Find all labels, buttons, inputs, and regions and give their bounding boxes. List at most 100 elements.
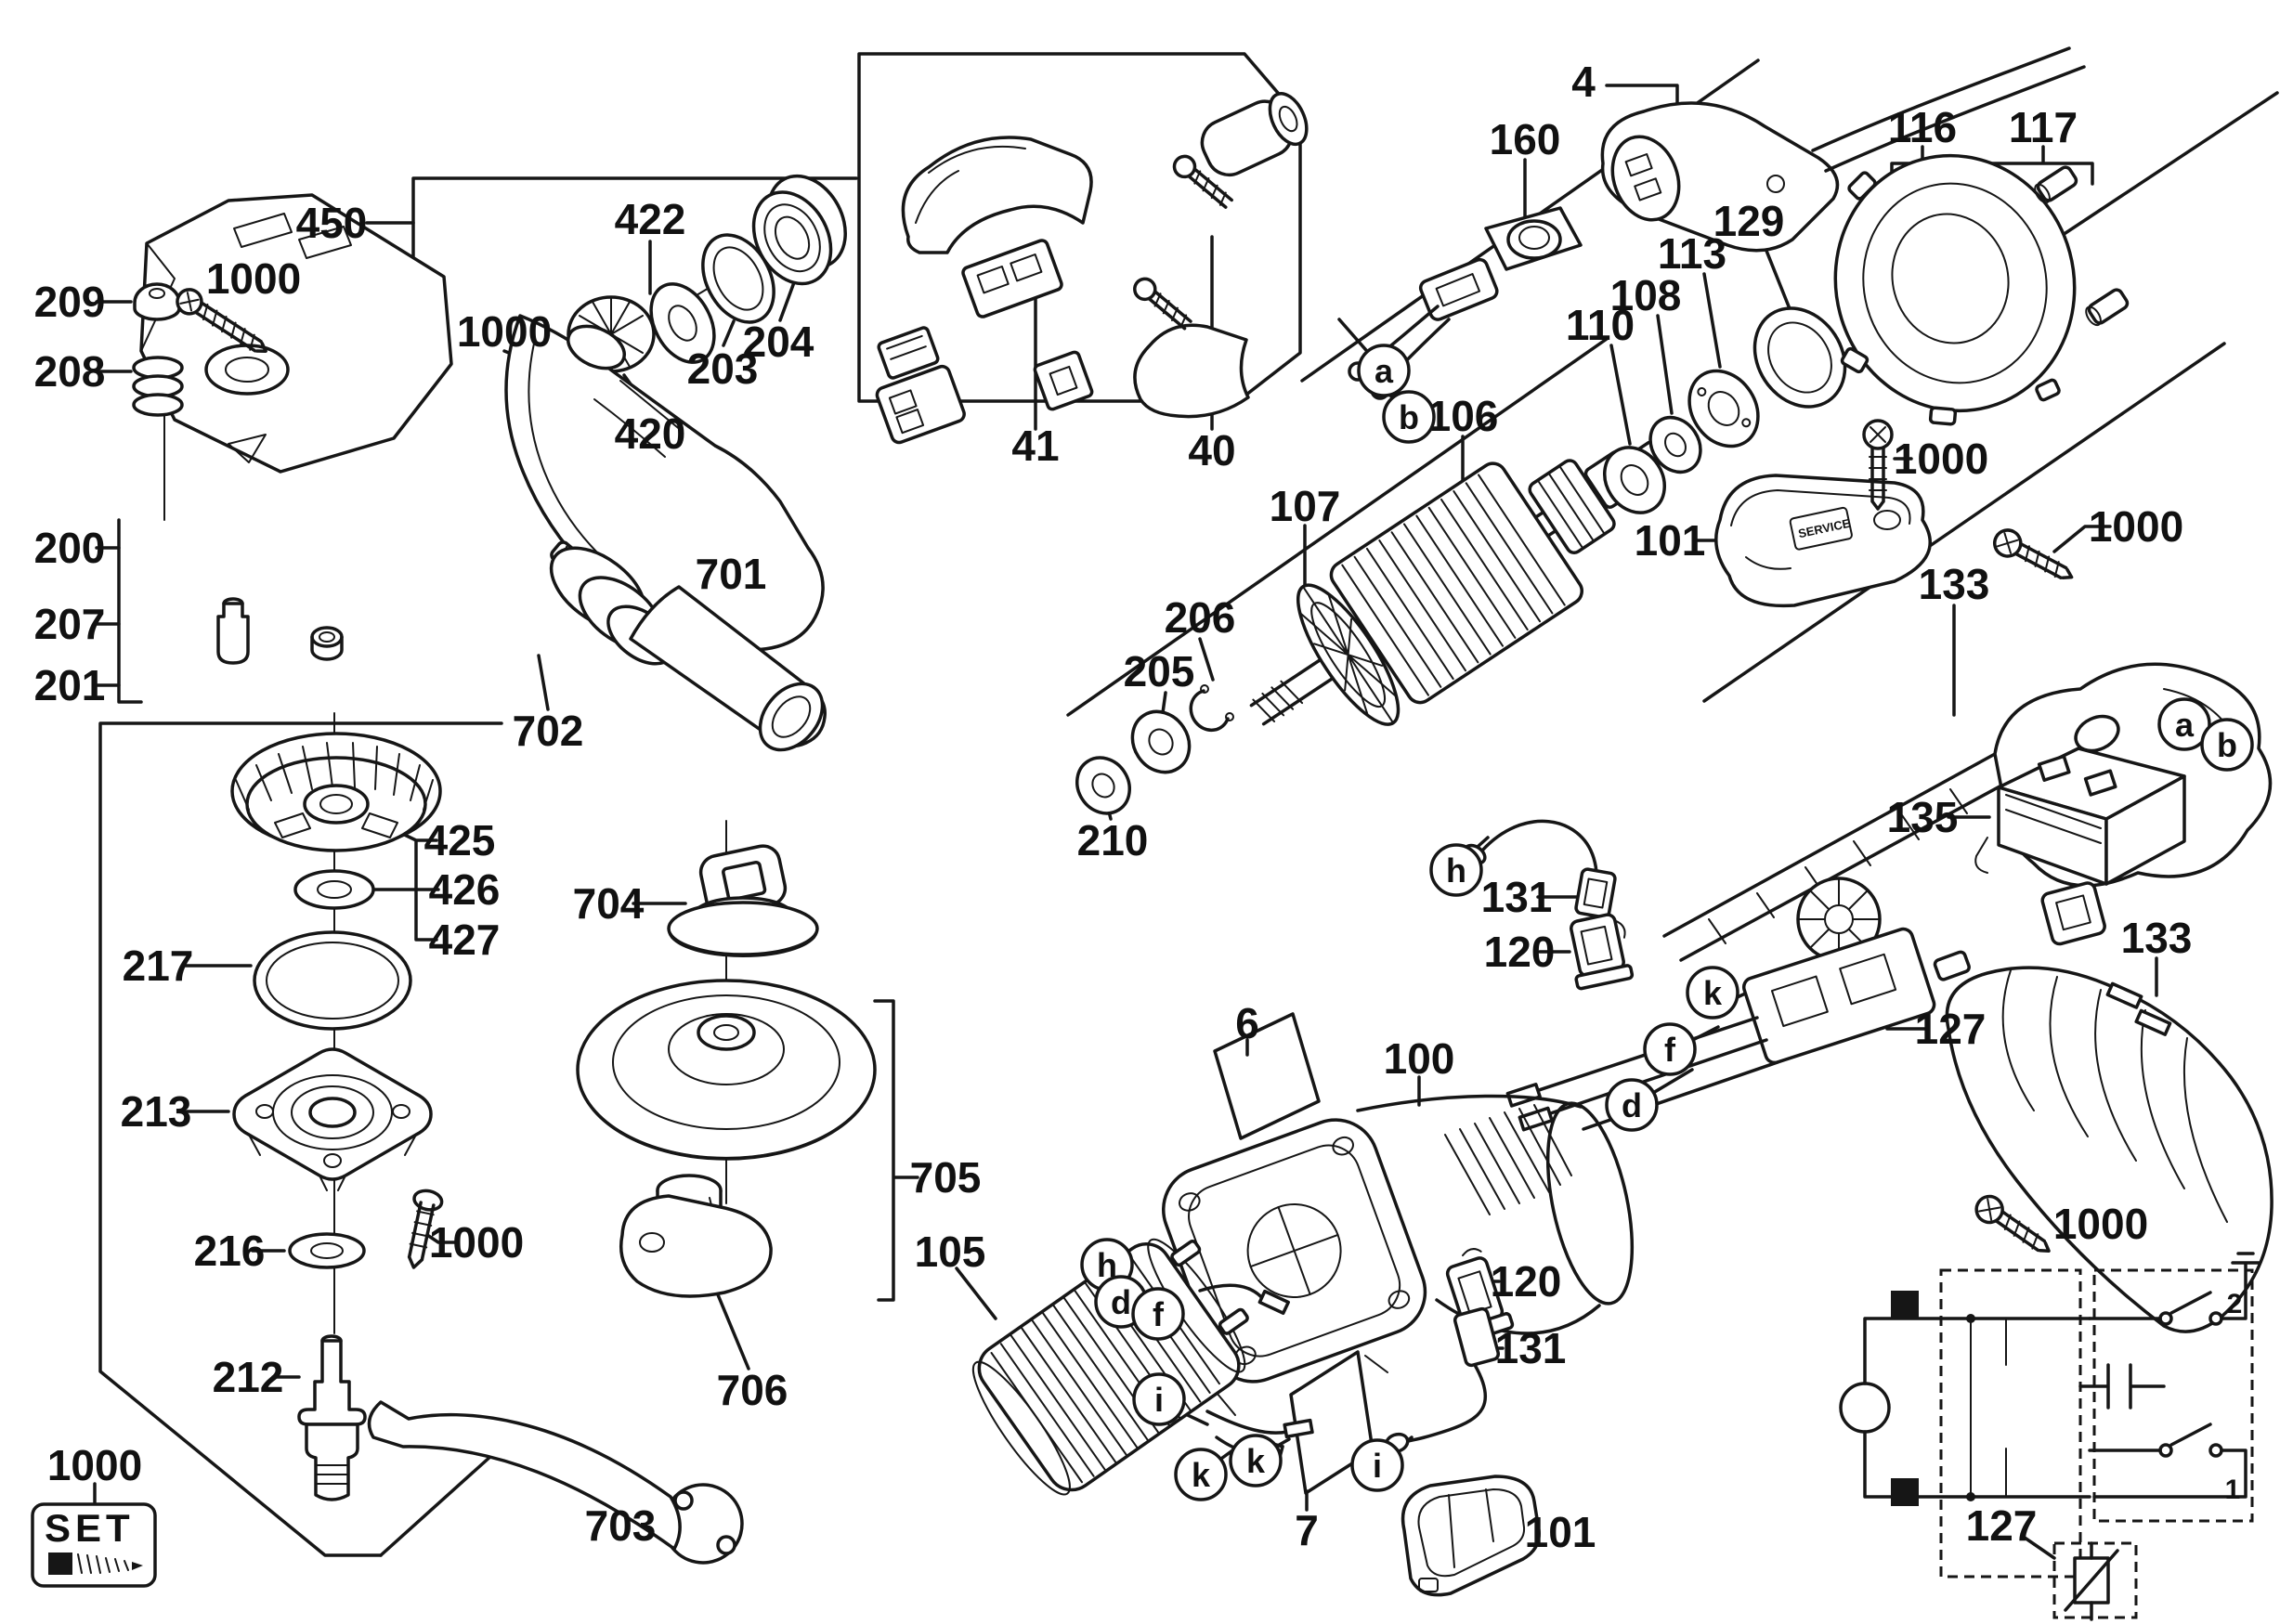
letter-label-d: d [1622, 1086, 1642, 1124]
part-label-207: 207 [34, 600, 106, 648]
bearing-flange [232, 1047, 433, 1191]
armature [1249, 440, 1663, 726]
letter-label-a: a [1375, 352, 1394, 390]
letter-circle-k [1174, 1448, 1228, 1501]
letter-label-f: f [1664, 1031, 1676, 1069]
part-label-204: 204 [743, 318, 814, 366]
letter-circle-k [1229, 1434, 1283, 1488]
part-label-1000: 1000 [1894, 435, 1988, 483]
bushing [310, 626, 344, 661]
power-cord-plug [1600, 46, 2086, 253]
part-label-127: 127 [1915, 1005, 1987, 1053]
part-label-133: 133 [1919, 560, 1990, 608]
part-label-6: 6 [1235, 999, 1259, 1047]
part-label-703: 703 [585, 1501, 657, 1550]
circuit-terminal-labels: 21 [2225, 1289, 2243, 1505]
part-label-106: 106 [1427, 392, 1499, 440]
spring-stack [132, 356, 184, 417]
part-label-200: 200 [34, 524, 106, 572]
part-label-212: 212 [213, 1353, 284, 1401]
set-kit-box: SET [31, 1502, 157, 1588]
letter-circle-i [1350, 1438, 1404, 1492]
letter-circle-a [2157, 697, 2211, 751]
part-label-100: 100 [1384, 1034, 1455, 1083]
ball-bearing-204 [751, 174, 847, 286]
letter-circle-h [1429, 843, 1483, 897]
letter-circle-f [1131, 1287, 1185, 1341]
part-label-101: 101 [1635, 516, 1706, 565]
letter-label-h: h [1097, 1246, 1117, 1284]
letter-label-k: k [1246, 1442, 1266, 1480]
housing-screw [176, 288, 267, 353]
part-label-101: 101 [1525, 1508, 1596, 1556]
part-label-135: 135 [1887, 793, 1959, 841]
grip-handle [1945, 966, 2273, 1333]
pin-wrench [367, 1400, 744, 1565]
brush-holder-tray [1401, 1475, 1541, 1597]
circuit-terminal-1: 1 [2225, 1475, 2241, 1505]
part-label-107: 107 [1270, 482, 1341, 530]
letter-label-k: k [1192, 1456, 1211, 1494]
part-label-113: 113 [1658, 229, 1726, 278]
letter-label-f: f [1153, 1295, 1165, 1333]
part-label-117: 117 [2009, 103, 2078, 151]
ring-gear [230, 732, 442, 852]
part-label-1000: 1000 [206, 254, 301, 303]
part-label-105: 105 [915, 1228, 986, 1276]
flange-nut [667, 844, 819, 957]
letter-label-i: i [1154, 1381, 1164, 1419]
wave-washer-203 [701, 233, 775, 324]
bearing-cover [1833, 153, 2130, 426]
part-label-705: 705 [910, 1153, 982, 1202]
washer-426 [293, 869, 375, 910]
grip-screw [1974, 1194, 2051, 1253]
part-label-7: 7 [1295, 1506, 1319, 1554]
part-label-1000: 1000 [457, 307, 552, 356]
brush-service-cover: SERVICE [1714, 474, 1932, 608]
part-label-4: 4 [1571, 58, 1596, 106]
part-label-1000: 1000 [2089, 502, 2183, 551]
circuit-terminal-2: 2 [2227, 1289, 2243, 1319]
letter-label-h: h [1446, 851, 1466, 890]
part-label-1000: 1000 [429, 1218, 524, 1267]
spindle [297, 1334, 367, 1501]
part-label-209: 209 [34, 278, 106, 326]
letter-circle-d [1605, 1078, 1659, 1132]
part-label-116: 116 [1888, 103, 1957, 151]
part-label-131: 131 [1481, 873, 1553, 921]
o-ring [253, 930, 412, 1031]
part-label-120: 120 [1484, 928, 1556, 976]
wiring-schematic [1839, 1252, 2260, 1621]
part-label-131: 131 [1495, 1324, 1567, 1372]
part-label-127: 127 [1966, 1501, 2038, 1550]
letter-label-i: i [1373, 1447, 1382, 1485]
part-label-1000: 1000 [2053, 1200, 2148, 1248]
part-label-133: 133 [2121, 914, 2193, 962]
part-label-160: 160 [1490, 115, 1561, 163]
part-label-110: 110 [1566, 301, 1635, 349]
letter-label-a: a [2175, 706, 2195, 744]
part-label-427: 427 [429, 916, 501, 964]
part-label-203: 203 [687, 344, 759, 393]
washer-216 [288, 1232, 366, 1269]
letter-circle-a [1357, 344, 1411, 397]
letter-label-d: d [1111, 1283, 1131, 1321]
part-label-216: 216 [194, 1227, 266, 1275]
part-label-422: 422 [615, 195, 686, 243]
letter-circle-b [2200, 718, 2254, 772]
part-label-205: 205 [1124, 647, 1195, 695]
part-label-108: 108 [1610, 271, 1682, 319]
letter-circle-i [1132, 1372, 1186, 1426]
connector-assembly [875, 92, 1309, 445]
part-label-425: 425 [424, 816, 496, 864]
flange-screw [407, 1189, 444, 1269]
part-label-706: 706 [717, 1366, 788, 1414]
part-label-208: 208 [34, 347, 106, 396]
connector-120-upper [1570, 913, 1635, 991]
part-label-450: 450 [296, 199, 368, 247]
letter-label-b: b [1399, 398, 1419, 436]
part-label-702: 702 [513, 707, 584, 755]
